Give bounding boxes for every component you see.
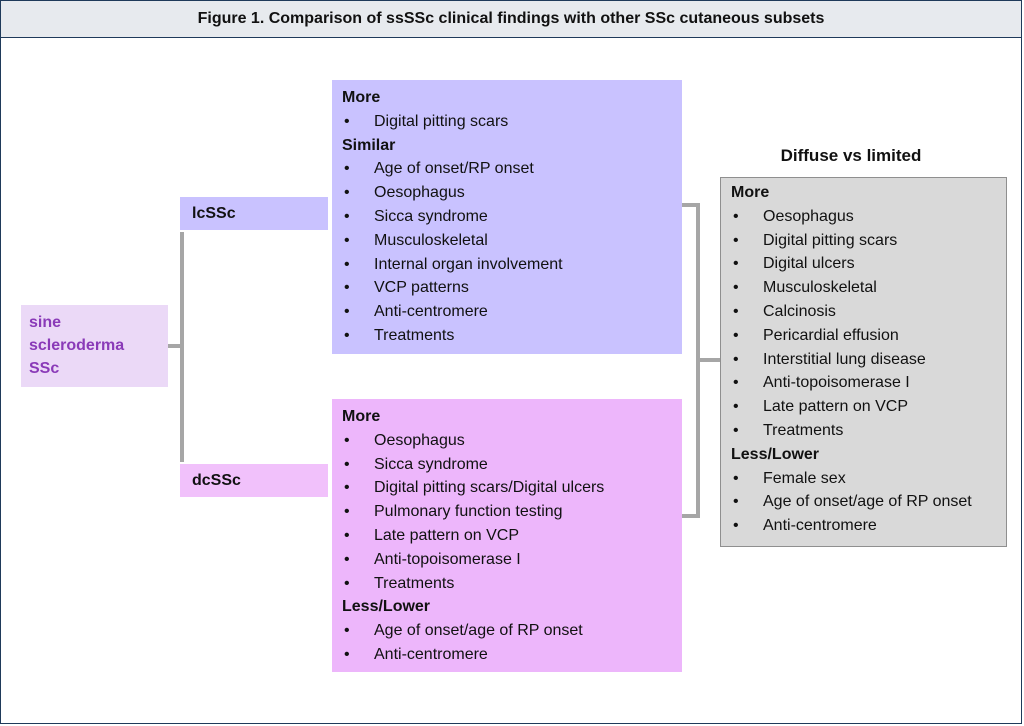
finding-item: Late pattern on VCP — [731, 395, 1006, 419]
section-heading: More — [342, 89, 381, 106]
finding-item: Oesophagus — [731, 205, 1006, 229]
section-heading: More — [731, 184, 770, 201]
finding-item: Digital pitting scars — [342, 110, 682, 134]
finding-item: Interstitial lung disease — [731, 348, 1006, 372]
root-label-line: SSc — [29, 360, 60, 377]
root-label-line: sine — [29, 314, 62, 331]
finding-item: Age of onset/age of RP onset — [342, 619, 682, 643]
findings-list: Oesophagus Sicca syndrome Digital pittin… — [342, 429, 682, 596]
diffuse-vs-limited-panel: More Oesophagus Digital pitting scars Di… — [720, 177, 1007, 547]
finding-item: Sicca syndrome — [342, 453, 682, 477]
finding-item: Age of onset/RP onset — [342, 157, 682, 181]
finding-item: Musculoskeletal — [731, 276, 1006, 300]
finding-item: Age of onset/age of RP onset — [731, 490, 1006, 514]
comparison-bracket — [682, 203, 720, 518]
figure-title: Figure 1. Comparison of ssSSc clinical f… — [1, 1, 1021, 38]
finding-item: Anti-centromere — [342, 300, 682, 324]
finding-item: Pericardial effusion — [731, 324, 1006, 348]
finding-item: Calcinosis — [731, 300, 1006, 324]
finding-item: Sicca syndrome — [342, 205, 682, 229]
dcssc-label: dcSSc — [180, 464, 328, 497]
section-heading: Similar — [342, 136, 396, 154]
finding-item: Digital pitting scars/Digital ulcers — [342, 476, 682, 500]
finding-item: Anti-centromere — [342, 643, 682, 667]
finding-item: VCP patterns — [342, 276, 682, 300]
lcssc-label: lcSSc — [180, 197, 328, 230]
findings-list: Oesophagus Digital pitting scars Digital… — [731, 205, 1006, 443]
root-label-line: scleroderma — [29, 337, 125, 354]
section-heading: Less/Lower — [731, 445, 820, 463]
dcssc-findings-panel: More Oesophagus Sicca syndrome Digital p… — [332, 399, 682, 672]
finding-item: Late pattern on VCP — [342, 524, 682, 548]
finding-item: Anti-centromere — [731, 514, 1006, 538]
findings-list: Age of onset/age of RP onset Anti-centro… — [342, 619, 682, 667]
finding-item: Anti-topoisomerase I — [342, 548, 682, 572]
lcssc-findings-panel: More Digital pitting scars Similar Age o… — [332, 80, 682, 354]
findings-list: Female sex Age of onset/age of RP onset … — [731, 467, 1006, 538]
finding-item: Female sex — [731, 467, 1006, 491]
section-heading: Less/Lower — [342, 598, 431, 616]
section-heading: More — [342, 408, 381, 425]
finding-item: Internal organ involvement — [342, 253, 682, 277]
finding-item: Musculoskeletal — [342, 229, 682, 253]
finding-item: Anti-topoisomerase I — [731, 371, 1006, 395]
finding-item: Oesophagus — [342, 181, 682, 205]
finding-item: Treatments — [342, 324, 682, 348]
finding-item: Treatments — [731, 419, 1006, 443]
comparison-title: Diffuse vs limited — [780, 146, 922, 165]
tree-connector — [168, 232, 184, 462]
finding-item: Pulmonary function testing — [342, 500, 682, 524]
finding-item: Digital pitting scars — [731, 229, 1006, 253]
finding-item: Digital ulcers — [731, 252, 1006, 276]
finding-item: Treatments — [342, 572, 682, 596]
findings-list: Age of onset/RP onset Oesophagus Sicca s… — [342, 157, 682, 347]
findings-list: Digital pitting scars — [342, 110, 682, 134]
finding-item: Oesophagus — [342, 429, 682, 453]
sine-scleroderma-ssc-box: sine scleroderma SSc — [21, 305, 168, 387]
